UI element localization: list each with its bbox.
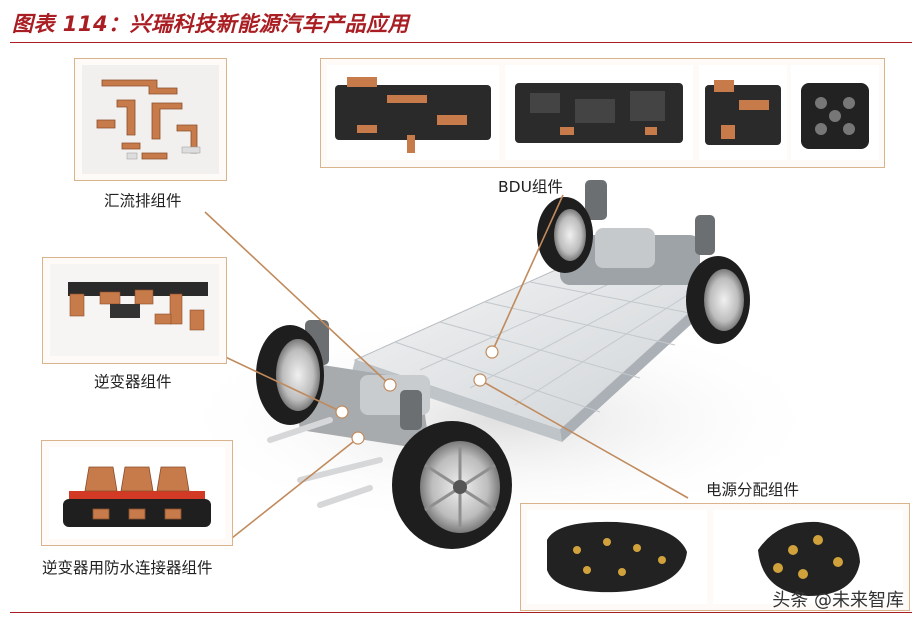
busbar-label: 汇流排组件 bbox=[104, 192, 182, 210]
busbar-frame bbox=[74, 58, 227, 181]
power-distribution-label: 电源分配组件 bbox=[706, 481, 800, 499]
bdu-photo-3 bbox=[699, 65, 787, 160]
power-distribution-frame bbox=[520, 503, 910, 611]
title-rule bbox=[10, 42, 912, 43]
bdu-photo-4 bbox=[791, 65, 879, 160]
power-distribution-photo-1 bbox=[527, 510, 707, 604]
bdu-photo-2 bbox=[505, 65, 693, 160]
waterproof-connector-label: 逆变器用防水连接器组件 bbox=[42, 559, 213, 577]
leader-power-distribution bbox=[479, 379, 689, 499]
bdu-frame bbox=[320, 58, 885, 168]
waterproof-connector-photo bbox=[49, 447, 225, 539]
busbar-photo bbox=[82, 65, 219, 174]
leader-bdu bbox=[491, 194, 564, 353]
inverter-frame bbox=[42, 257, 227, 364]
inverter-label: 逆变器组件 bbox=[94, 373, 172, 391]
footer-rule bbox=[10, 612, 912, 613]
figure-title: 图表 114：兴瑞科技新能源汽车产品应用 bbox=[12, 12, 410, 36]
leader-waterproof bbox=[231, 437, 359, 539]
waterproof-connector-frame bbox=[41, 440, 233, 546]
leader-busbar bbox=[204, 211, 391, 386]
inverter-photo bbox=[50, 264, 219, 356]
power-distribution-photo-2 bbox=[713, 510, 903, 604]
bdu-label: BDU组件 bbox=[498, 178, 563, 196]
bdu-photo-1 bbox=[327, 65, 499, 160]
watermark: 头条 @未来智库 bbox=[772, 590, 904, 611]
